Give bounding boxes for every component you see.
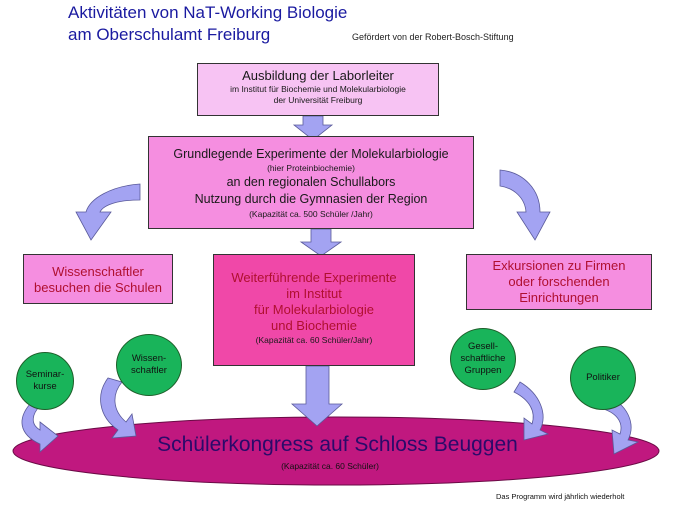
excursions-line3: Einrichtungen (519, 290, 599, 305)
curved-arrow-seminar (21, 403, 59, 453)
basic-line1: Grundlegende Experimente der Molekularbi… (173, 147, 449, 161)
advanced-line1: Weiterführende Experimente (231, 270, 397, 285)
down-arrow-bottom (290, 365, 344, 427)
curved-arrow-left (75, 183, 141, 241)
congress-capacity: (Kapazität ca. 60 Schüler) (281, 461, 379, 471)
congress-ellipse (12, 416, 660, 486)
basic-line2: (hier Proteinbiochemie) (267, 163, 355, 173)
advanced-line3: für Molekularbiologie (254, 302, 374, 317)
down-arrow-top (292, 115, 334, 141)
groups-line2: schaftliche (460, 353, 506, 364)
basic-line3: an den regionalen Schullabors (226, 175, 396, 189)
basic-line4: Nutzung durch die Gymnasien der Region (194, 192, 428, 206)
basic-experiments-box: Grundlegende Experimente der Molekularbi… (148, 136, 474, 229)
advanced-line5: (Kapazität ca. 60 Schüler/Jahr) (255, 335, 373, 345)
training-title: Ausbildung der Laborleiter (242, 68, 394, 83)
excursions-line2: oder forschenden (508, 274, 610, 289)
title-line-1: Aktivitäten von NaT-Working Biologie (68, 3, 348, 22)
advanced-line4: und Biochemie (271, 318, 357, 333)
curved-arrow-scientists (100, 377, 137, 439)
curved-arrow-politicians (599, 395, 640, 455)
circle-seminar: Seminar- kurse (16, 352, 74, 410)
seminar-line1: Seminar- (25, 369, 65, 380)
title-line-2: am Oberschulamt Freiburg (68, 25, 271, 44)
circle-scientists: Wissen- schaftler (116, 334, 182, 396)
scientists-visit-line1: Wissenschaftler (52, 264, 144, 279)
down-arrow-middle (299, 228, 343, 257)
curved-arrow-groups (513, 381, 550, 441)
groups-line1: Gesell- (467, 341, 499, 352)
excursions-line1: Exkursionen zu Firmen (492, 258, 626, 273)
advanced-line2: im Institut (286, 286, 342, 301)
scientists-line1: Wissen- (131, 353, 167, 364)
seminar-line2: kurse (33, 381, 57, 392)
scientists-line2: schaftler (131, 365, 167, 376)
circle-politicians: Politiker (570, 346, 636, 410)
groups-line3: Gruppen (464, 365, 502, 376)
training-box: Ausbildung der Laborleiter im Institut f… (197, 63, 439, 116)
training-sub1: im Institut für Biochemie und Molekularb… (230, 84, 406, 94)
basic-line5: (Kapazität ca. 500 Schüler /Jahr) (249, 209, 373, 219)
training-sub2: der Universität Freiburg (273, 95, 363, 105)
scientists-visit-line2: besuchen die Schulen (34, 280, 162, 295)
scientists-visit-box: Wissenschaftler besuchen die Schulen (23, 254, 173, 304)
excursions-box: Exkursionen zu Firmen oder forschenden E… (466, 254, 652, 310)
footer-note: Das Programm wird jährlich wiederholt (496, 492, 625, 501)
politicians-line1: Politiker (586, 372, 620, 383)
congress-title: Schülerkongress auf Schloss Beuggen (157, 433, 518, 456)
curved-arrow-right (499, 169, 551, 241)
advanced-experiments-box: Weiterführende Experimente im Institut f… (213, 254, 415, 366)
circle-groups: Gesell- schaftliche Gruppen (450, 328, 516, 390)
sponsor-note: Gefördert von der Robert-Bosch-Stiftung (352, 32, 514, 42)
